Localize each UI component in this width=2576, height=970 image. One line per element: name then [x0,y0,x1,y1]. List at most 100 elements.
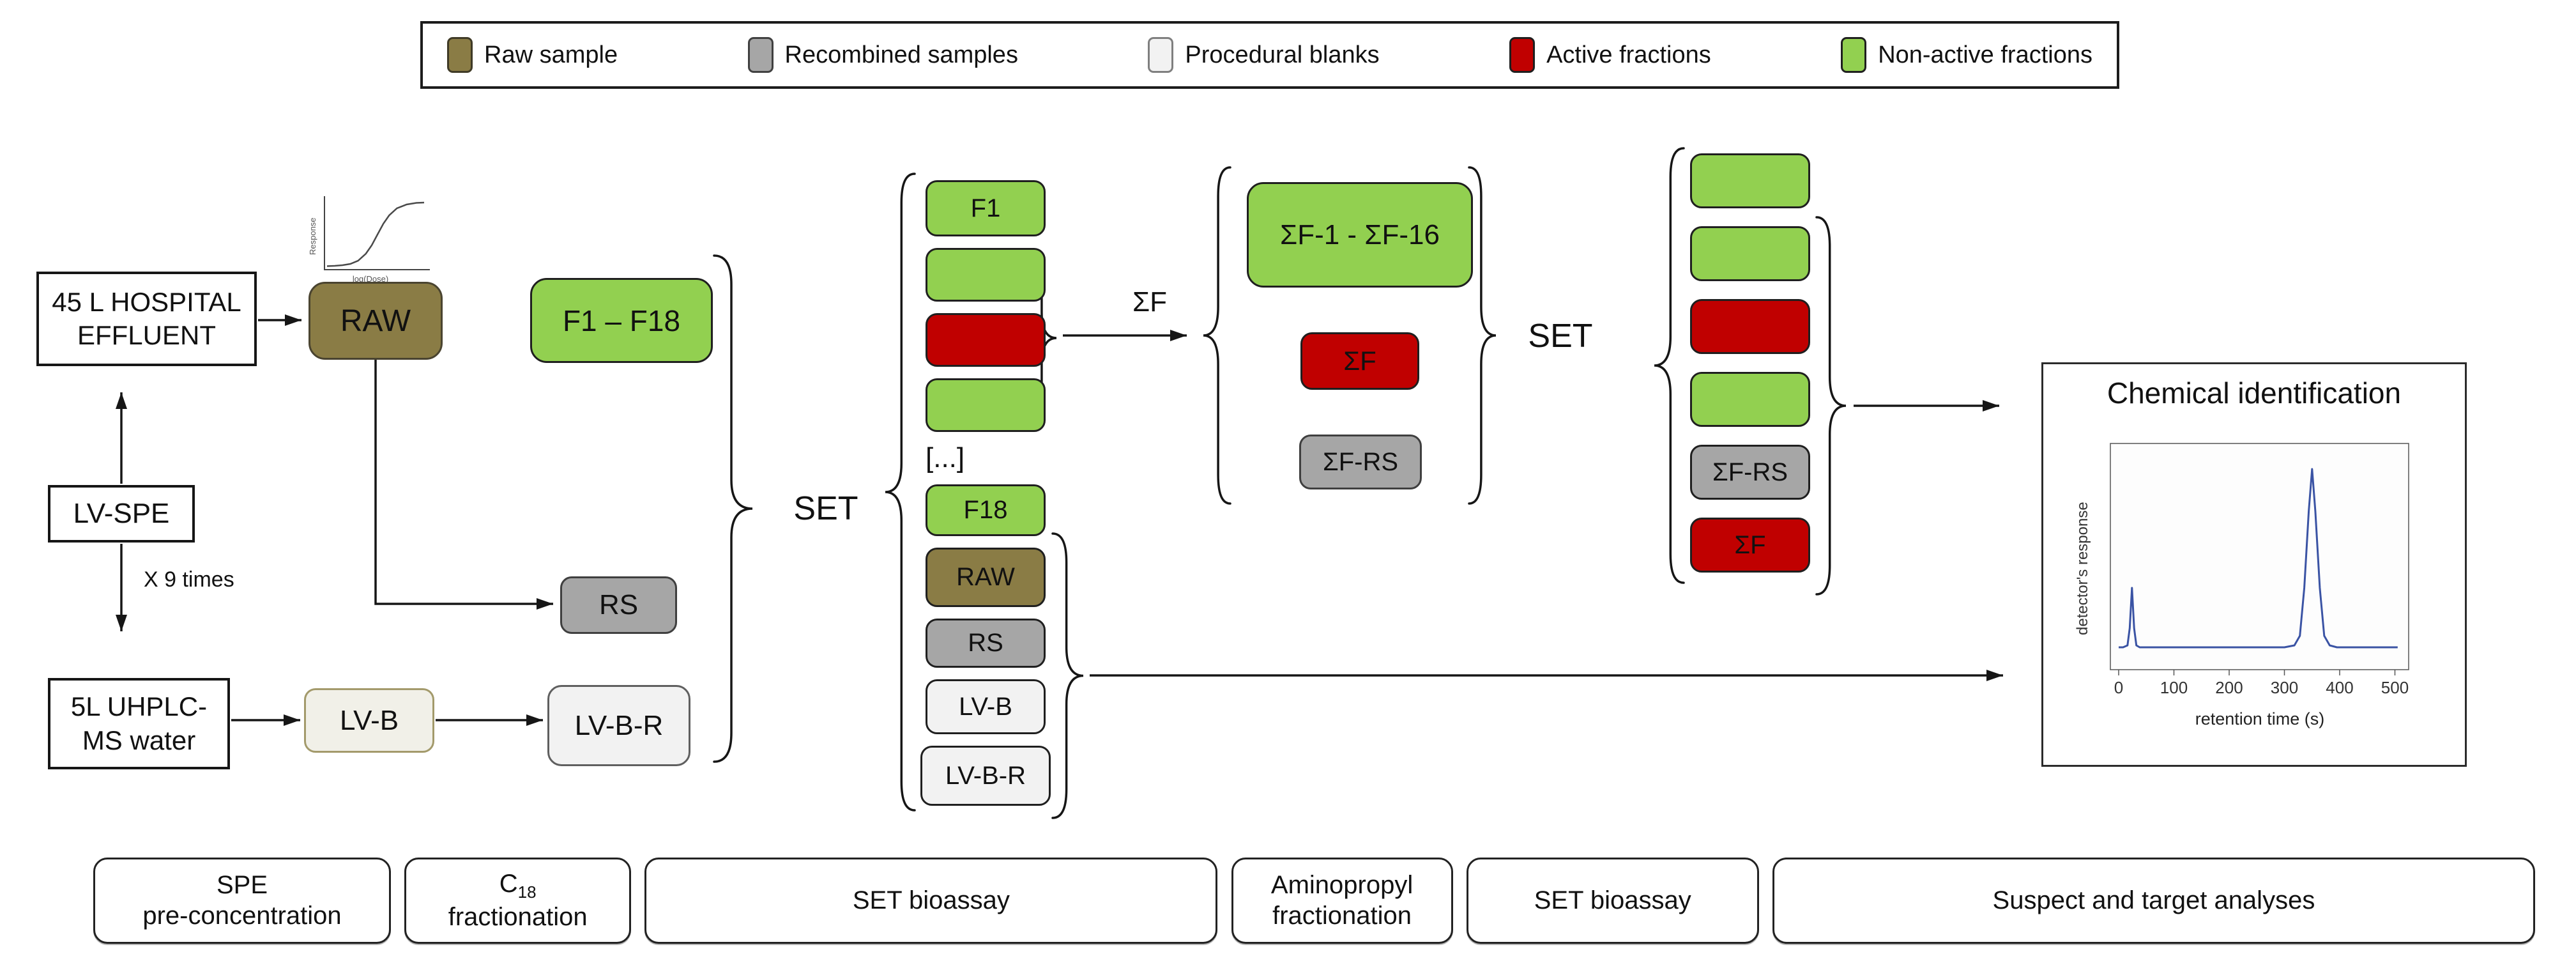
arrow-lvspe-down-head [116,615,127,631]
dose-response-curve [324,196,430,270]
sample-box-f1: F1 [926,180,1046,236]
set-label-2: SET [1528,318,1593,355]
arrow-qc-to-chem-head [1986,670,2003,681]
sample-box-red [1690,299,1810,354]
sample-box-f18: F18 [926,484,1046,536]
sample-box--f: ΣF [1690,518,1810,573]
dose-response-plot: Response log(Dose) [307,182,447,288]
arrow-effluent-to-raw-head [285,314,301,326]
legend-item: Active fractions [1509,37,1711,73]
legend-label: Raw sample [484,41,618,68]
uhplc-water-label: 5L UHPLC- MS water [70,691,208,755]
brace-sumgroup-open [1203,166,1231,505]
brace-set-column-open [885,173,916,812]
legend-item: Recombined samples [747,37,1018,73]
fraction-range-label: F1 – F18 [562,304,681,337]
legend-swatch-icon [747,37,774,73]
sample-box-lv-b: LV-B [926,679,1046,734]
arrow-lvspe-up-head [116,392,127,409]
brace-final-open [1654,147,1685,584]
lv-b-box: LV-B [304,688,434,753]
legend-item: Raw sample [447,37,618,73]
hospital-effluent-label: 45 L HOSPITAL EFFLUENT [52,286,241,351]
chromatogram-xlabel: retention time (s) [2195,709,2325,728]
sum-f-rs-box: ΣF-RS [1299,435,1422,489]
legend-swatch-icon [1148,37,1174,73]
lv-b-r-box: LV-B-R [547,685,690,766]
brace-set1 [713,254,753,763]
process-step-label: Suspect and target analyses [1992,886,2315,914]
chromatogram-ylabel: detector's response [2074,502,2091,636]
brace-sumgroup-close [1468,166,1497,505]
sigma-f-arrow-label: ΣF [1132,286,1168,318]
arrow-final-to-chem-head [1983,400,1999,412]
chromatogram-tick-label: 500 [2381,678,2409,697]
chromatogram-tick-label: 200 [2215,678,2243,697]
legend-item: Non-active fractions [1841,37,2092,73]
process-step-label: pre-concentration [142,901,342,930]
chromatogram-tick-label: 300 [2271,678,2298,697]
chromatogram-tick-label: 0 [2114,678,2123,697]
brace-final-close [1815,216,1847,596]
sample-box-green [926,248,1046,302]
arrow-raw-to-rs [374,360,553,605]
sum-f-rs-label: ΣF-RS [1322,447,1399,476]
brace-qc-subset [1051,532,1084,819]
arrow-sum-f-head [1170,330,1187,341]
process-step-box: Suspect and target analyses [1772,858,2535,944]
process-step-label: fractionation [1272,901,1412,930]
sum-f-label: ΣF [1343,346,1376,376]
sum-fractions-label: ΣF-1 - ΣF-16 [1280,219,1440,250]
lv-b-label: LV-B [339,704,399,736]
process-step-label: Aminopropyl [1270,871,1414,900]
legend-label: Non-active fractions [1878,41,2092,68]
sample-box-raw: RAW [926,548,1046,607]
legend-swatch-icon [1509,37,1536,73]
column-ellipsis: [...] [926,442,965,473]
process-step-label: fractionation [448,902,588,931]
process-step-label: SPE [216,871,268,900]
rs-label: RS [598,589,639,620]
raw-sample-label: RAW [340,304,411,338]
chromatogram-chart: 0 100 200 300 400 500 [2110,443,2409,697]
process-step-box: SET bioassay [644,858,1218,944]
sample-box-rs: RS [926,619,1046,668]
lv-spe-label: LV-SPE [73,498,170,529]
sample-box-green [1690,226,1810,281]
rs-box: RS [560,576,677,634]
sum-f-box: ΣF [1300,332,1419,390]
sum-fractions-box: ΣF-1 - ΣF-16 [1247,182,1473,288]
arrow-raw-to-rs-head [537,598,553,610]
legend-swatch-icon [447,37,473,73]
arrow-lvb-to-lvbr-head [526,714,543,726]
sample-box-red [926,313,1046,367]
legend-swatch-icon [1841,37,1867,73]
process-step-label: SET bioassay [852,886,1010,914]
lv-b-r-label: LV-B-R [574,709,664,741]
sample-box-lv-b-r: LV-B-R [920,746,1051,806]
legend: Raw sample Recombined samples Procedural b… [420,21,2119,89]
uhplc-water-box: 5L UHPLC- MS water [48,678,230,769]
fraction-range-box: F1 – F18 [530,278,713,363]
chromatogram-tick-label: 400 [2326,678,2353,697]
process-step-label: C18 [499,870,537,902]
set-label-1: SET [793,490,858,527]
process-step-box: SET bioassay [1466,858,1759,944]
process-step-label: SET bioassay [1534,886,1691,914]
legend-label: Recombined samples [784,41,1018,68]
chromatogram-tick-label: 100 [2160,678,2188,697]
sample-box-green [1690,372,1810,427]
sample-box-green [1690,153,1810,208]
dose-response-xlabel: log(Dose) [352,274,389,284]
legend-label: Procedural blanks [1185,41,1380,68]
legend-label: Active fractions [1546,41,1711,68]
arrow-water-to-lvb-head [284,714,300,726]
